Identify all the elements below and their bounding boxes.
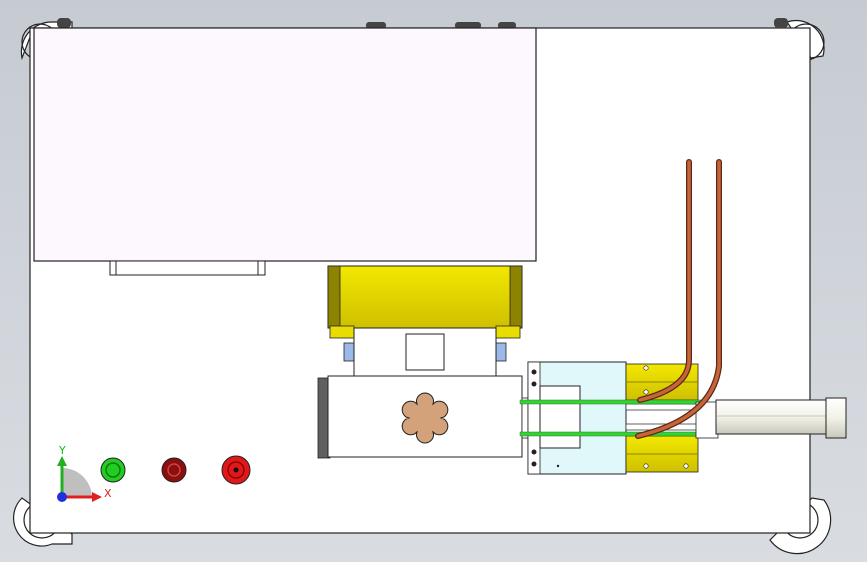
dark-red-button[interactable] (161, 457, 187, 483)
holder-window (405, 333, 445, 371)
lid-bracket (109, 260, 266, 276)
control-buttons[interactable] (100, 455, 251, 485)
green-line-upper (519, 399, 707, 405)
yellow-feeder (327, 265, 523, 339)
gear-shape (401, 392, 449, 444)
triad-plane (62, 468, 92, 497)
lid-panel (33, 27, 537, 262)
triad-y-label: Y (58, 444, 66, 457)
air-cylinder (695, 397, 847, 439)
slider-block (521, 361, 627, 475)
top-mounts (57, 18, 788, 29)
red-button[interactable] (221, 455, 251, 485)
yellow-rails (625, 363, 699, 473)
copper-tubes (635, 159, 722, 439)
coordinate-triad: X Y (57, 444, 112, 502)
triad-x-label: X (104, 487, 112, 500)
green-button[interactable] (100, 457, 126, 483)
green-line-lower (519, 431, 707, 437)
